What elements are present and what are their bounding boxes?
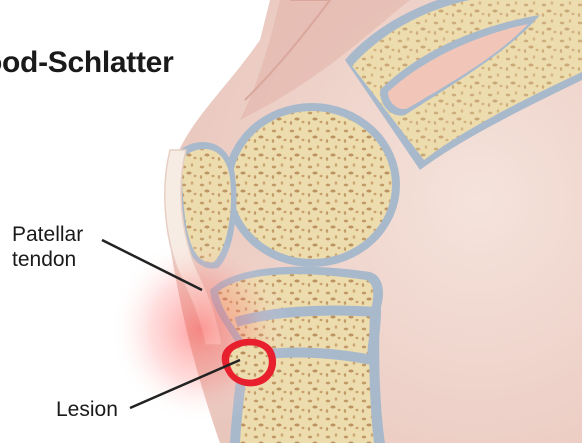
lesion-label: Lesion (56, 398, 118, 422)
patellar-tendon-label-line1: Patellar (12, 222, 83, 247)
diagram-title: ood-Schlatter (0, 46, 173, 80)
patellar-tendon-label-line2: tendon (12, 247, 83, 272)
patellar-tendon-label: Patellar tendon (12, 222, 83, 272)
inflammation-glow (110, 235, 290, 425)
